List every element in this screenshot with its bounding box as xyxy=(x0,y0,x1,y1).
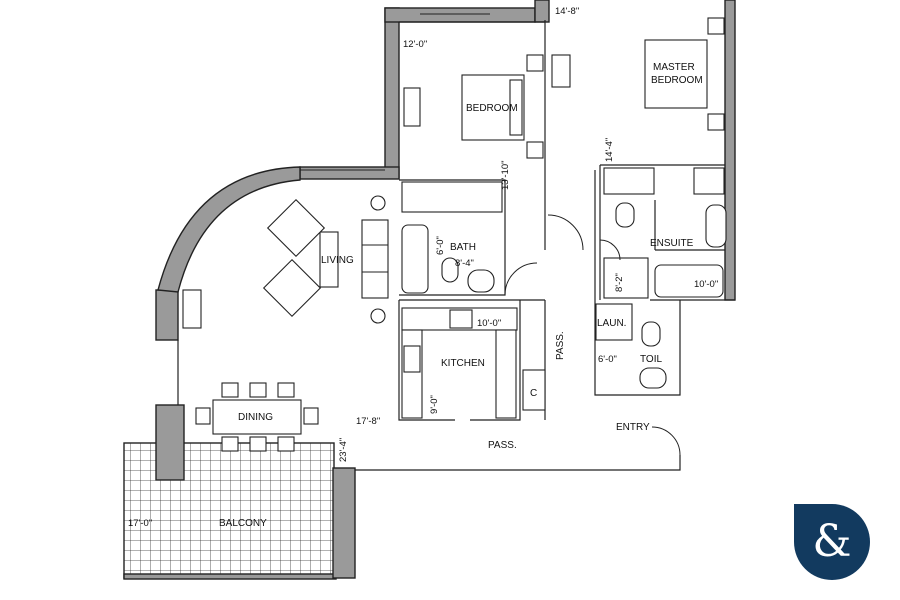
chair-3 xyxy=(277,382,295,398)
nightstand-master-1 xyxy=(707,17,725,35)
label-kitchen: KITCHEN xyxy=(441,358,485,369)
laundry-unit xyxy=(595,303,633,341)
chair-1 xyxy=(221,382,239,398)
armchair-bottom xyxy=(262,258,322,318)
dim-kitchen-h: 9'-0" xyxy=(429,395,440,414)
windows xyxy=(123,7,490,578)
wall-living-curve xyxy=(157,166,301,293)
dim-living-len: 17'-8" xyxy=(356,416,380,427)
label-living: LIVING xyxy=(321,255,354,266)
label-closet: C xyxy=(530,388,537,399)
bed-pillow xyxy=(509,79,523,136)
label-passage-bottom: PASS. xyxy=(488,440,517,451)
nightstand-1 xyxy=(526,54,544,72)
kitchen-counter-right xyxy=(495,329,517,419)
wall-dining-left xyxy=(155,289,179,341)
kitchen-counter-left xyxy=(401,329,423,419)
kitchen-sink xyxy=(403,345,421,373)
sofa-living xyxy=(361,219,389,299)
label-balcony: BALCONY xyxy=(219,518,267,529)
tv-unit xyxy=(182,289,202,329)
label-passage-side: PASS. xyxy=(555,331,566,360)
dim-bath-w: 8'-4" xyxy=(455,258,474,269)
wall-top-master-left xyxy=(534,0,550,23)
wall-outline-ensuite xyxy=(599,164,725,300)
chair-2 xyxy=(249,382,267,398)
dim-bedroom-depth: 13'-10" xyxy=(500,161,511,190)
label-toilet: TOIL xyxy=(640,354,662,365)
wall-outline-bedroom xyxy=(399,21,545,296)
ensuite-toilet xyxy=(615,202,635,228)
chair-7 xyxy=(195,407,211,425)
bathtub xyxy=(401,224,429,294)
wall-master-right xyxy=(724,0,736,301)
dim-living-depth: 23'-4" xyxy=(338,438,349,462)
toilet-wc xyxy=(641,321,661,347)
chair-6 xyxy=(277,436,295,452)
closet-box xyxy=(522,369,546,411)
dim-ensuite-small: 8'-2" xyxy=(614,273,625,292)
label-master-bedroom-1: MASTER xyxy=(653,62,695,73)
label-dining: DINING xyxy=(238,412,273,423)
dim-toilet-w: 6'-0" xyxy=(598,354,617,365)
dining-table xyxy=(212,399,302,435)
stove xyxy=(449,309,473,329)
dim-bedroom-width: 12'-0" xyxy=(403,39,427,50)
label-bedroom: BEDROOM xyxy=(466,103,518,114)
wall-dining-left-lower xyxy=(155,404,185,481)
dim-bath-h: 6'-0" xyxy=(435,236,446,255)
wardrobe-bedroom xyxy=(401,181,503,213)
dim-master-width: 14'-8" xyxy=(555,6,579,17)
wardrobe-master xyxy=(603,167,655,195)
wall-outline-main xyxy=(177,20,735,471)
nightstand-2 xyxy=(526,141,544,159)
armchair-top xyxy=(266,198,326,258)
logo-ampersand: & xyxy=(812,516,852,567)
label-bath: BATH xyxy=(450,242,476,253)
lamp-top xyxy=(370,195,386,211)
chair-bedroom xyxy=(551,54,571,88)
wall-bedroom-left xyxy=(384,7,400,179)
chair-4 xyxy=(221,436,239,452)
dim-balcony-w: 17'-0" xyxy=(128,518,152,529)
wall-balcony-right xyxy=(332,467,356,579)
bath-sink xyxy=(467,269,495,293)
wardrobe-master-2 xyxy=(693,167,725,195)
label-entry: ENTRY xyxy=(616,422,650,433)
ensuite-bathtub xyxy=(654,264,724,298)
label-ensuite: ENSUITE xyxy=(650,238,694,249)
wall-living-top xyxy=(299,166,400,180)
brand-logo: & xyxy=(794,504,870,580)
bed-master xyxy=(644,39,708,109)
dim-ensuite-bath: 10'-0" xyxy=(694,279,718,290)
label-master-bedroom-2: BEDROOM xyxy=(651,75,703,86)
wall-top-bedroom xyxy=(384,7,536,23)
dim-master-depth: 14'-4" xyxy=(604,138,615,162)
chair-5 xyxy=(249,436,267,452)
desk-bedroom xyxy=(403,87,421,127)
bath-toilet xyxy=(441,257,459,283)
label-laundry: LAUN. xyxy=(597,318,626,329)
ensuite-sink xyxy=(705,204,727,248)
coffee-table xyxy=(319,231,339,288)
toilet-sink xyxy=(639,367,667,389)
chair-8 xyxy=(303,407,319,425)
balcony-bottom-wall xyxy=(123,573,337,580)
door-swings xyxy=(504,214,681,456)
lamp-bottom xyxy=(370,308,386,324)
dim-kitchen-w: 10'-0" xyxy=(477,318,501,329)
nightstand-master-2 xyxy=(707,113,725,131)
ensuite-shower xyxy=(603,257,649,299)
